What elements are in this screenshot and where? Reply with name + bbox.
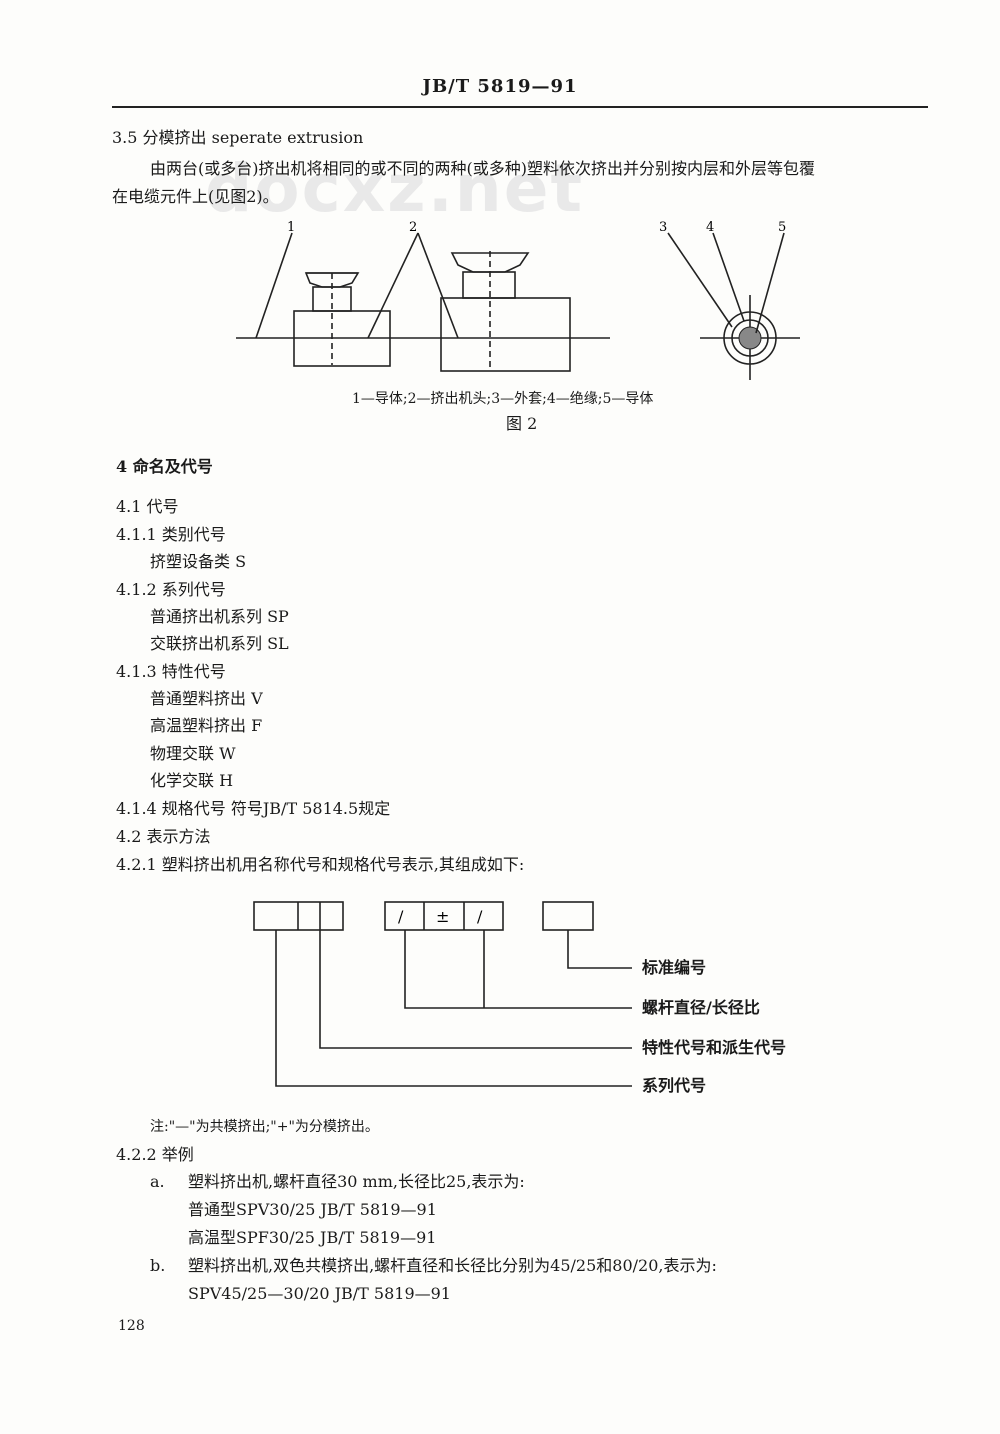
figure-label-3: 3 [659, 220, 667, 235]
cable-conductor [738, 326, 762, 350]
section-4-title: 4 命名及代号 [116, 457, 213, 476]
figure-2-caption: 图 2 [506, 414, 538, 433]
section-4-2-1-title: 4.2.1 塑料挤出机用名称代号和规格代号表示,其组成如下: [116, 855, 525, 874]
figure-label-4: 4 [706, 220, 714, 235]
document-header-code: JB/T 5819—91 [422, 76, 578, 97]
feature-code-item: 高温塑料挤出 F [150, 716, 263, 735]
example-b-marker: b. [150, 1256, 166, 1275]
example-a-marker: a. [150, 1172, 165, 1191]
series-code-item: 普通挤出机系列 SP [150, 607, 289, 626]
leader-4 [712, 232, 745, 322]
section-3-5-paragraph-line1: 由两台(或多台)挤出机将相同的或不同的两种(或多种)塑料依次挤出并分别按内层和外… [150, 159, 815, 178]
example-b-text: 塑料挤出机,双色共模挤出,螺杆直径和长径比分别为45/25和80/20,表示为: [188, 1256, 717, 1275]
example-a-text: 塑料挤出机,螺杆直径30 mm,长径比25,表示为: [188, 1172, 525, 1191]
code-composition-diagram: / ± / [253, 901, 632, 1087]
label-standard-number: 标准编号 [642, 958, 707, 977]
slash-symbol: / [477, 907, 483, 926]
standard-number-box [542, 901, 594, 931]
leader-feature-code [319, 930, 632, 1049]
figure-label-5: 5 [778, 220, 786, 235]
section-4-1-title: 4.1 代号 [116, 497, 179, 516]
leader-screw-ratio [404, 930, 632, 1009]
leader-2a [367, 232, 419, 339]
feature-code-item: 普通塑料挤出 V [150, 689, 263, 708]
page-number: 128 [118, 1318, 145, 1334]
extruder-neck-2 [462, 271, 516, 299]
diagram-note: 注:"—"为共模挤出;"+"为分模挤出。 [150, 1119, 379, 1135]
label-series-code: 系列代号 [642, 1076, 707, 1095]
leader-3 [667, 232, 733, 328]
section-4-1-4-title: 4.1.4 规格代号 符号JB/T 5814.5规定 [116, 799, 391, 818]
figure-2-legend: 1—导体;2—挤出机头;3—外套;4—绝缘;5—导体 [352, 391, 654, 407]
label-screw-diameter-ratio: 螺杆直径/长径比 [642, 998, 760, 1017]
header-rule [112, 106, 928, 108]
example-a-line2: 高温型SPF30/25 JB/T 5819—91 [188, 1228, 437, 1247]
leader-5 [755, 232, 785, 334]
leader-series-code [275, 930, 632, 1087]
figure-2-drawing: 1 2 3 4 5 [236, 220, 800, 380]
section-4-1-3-title: 4.1.3 特性代号 [116, 662, 226, 681]
extruder-hopper-2 [450, 252, 530, 273]
example-b-line1: SPV45/25—30/20 JB/T 5819—91 [188, 1284, 451, 1303]
watermark: docxz.net [205, 150, 585, 227]
cable-insulation [731, 319, 769, 357]
leader-1 [255, 232, 293, 339]
cable-outer-sheath [723, 311, 777, 365]
figure-label-1: 1 [287, 220, 295, 235]
section-4-2-title: 4.2 表示方法 [116, 827, 211, 846]
section-4-1-2-title: 4.1.2 系列代号 [116, 580, 226, 599]
example-a-line1: 普通型SPV30/25 JB/T 5819—91 [188, 1200, 437, 1219]
category-code-item: 挤塑设备类 S [150, 552, 247, 571]
label-feature-derived-code: 特性代号和派生代号 [642, 1038, 787, 1057]
leader-standard-number [567, 930, 632, 969]
section-3-5-paragraph-line2: 在电缆元件上(见图2)。 [112, 187, 279, 206]
feature-code-item: 化学交联 H [150, 771, 234, 790]
section-3-5-title: 3.5 分模挤出 seperate extrusion [112, 128, 364, 147]
slash-symbol: / [398, 907, 404, 926]
extruder-head-2 [440, 297, 571, 372]
leader-2b [417, 232, 459, 339]
figure-label-2: 2 [409, 220, 417, 235]
section-4-2-2-title: 4.2.2 举例 [116, 1145, 194, 1164]
series-code-item: 交联挤出机系列 SL [150, 634, 289, 653]
feature-code-item: 物理交联 W [150, 744, 236, 763]
section-4-1-1-title: 4.1.1 类别代号 [116, 525, 226, 544]
plus-minus-symbol: ± [436, 907, 449, 926]
size-code-boxes [384, 901, 504, 931]
